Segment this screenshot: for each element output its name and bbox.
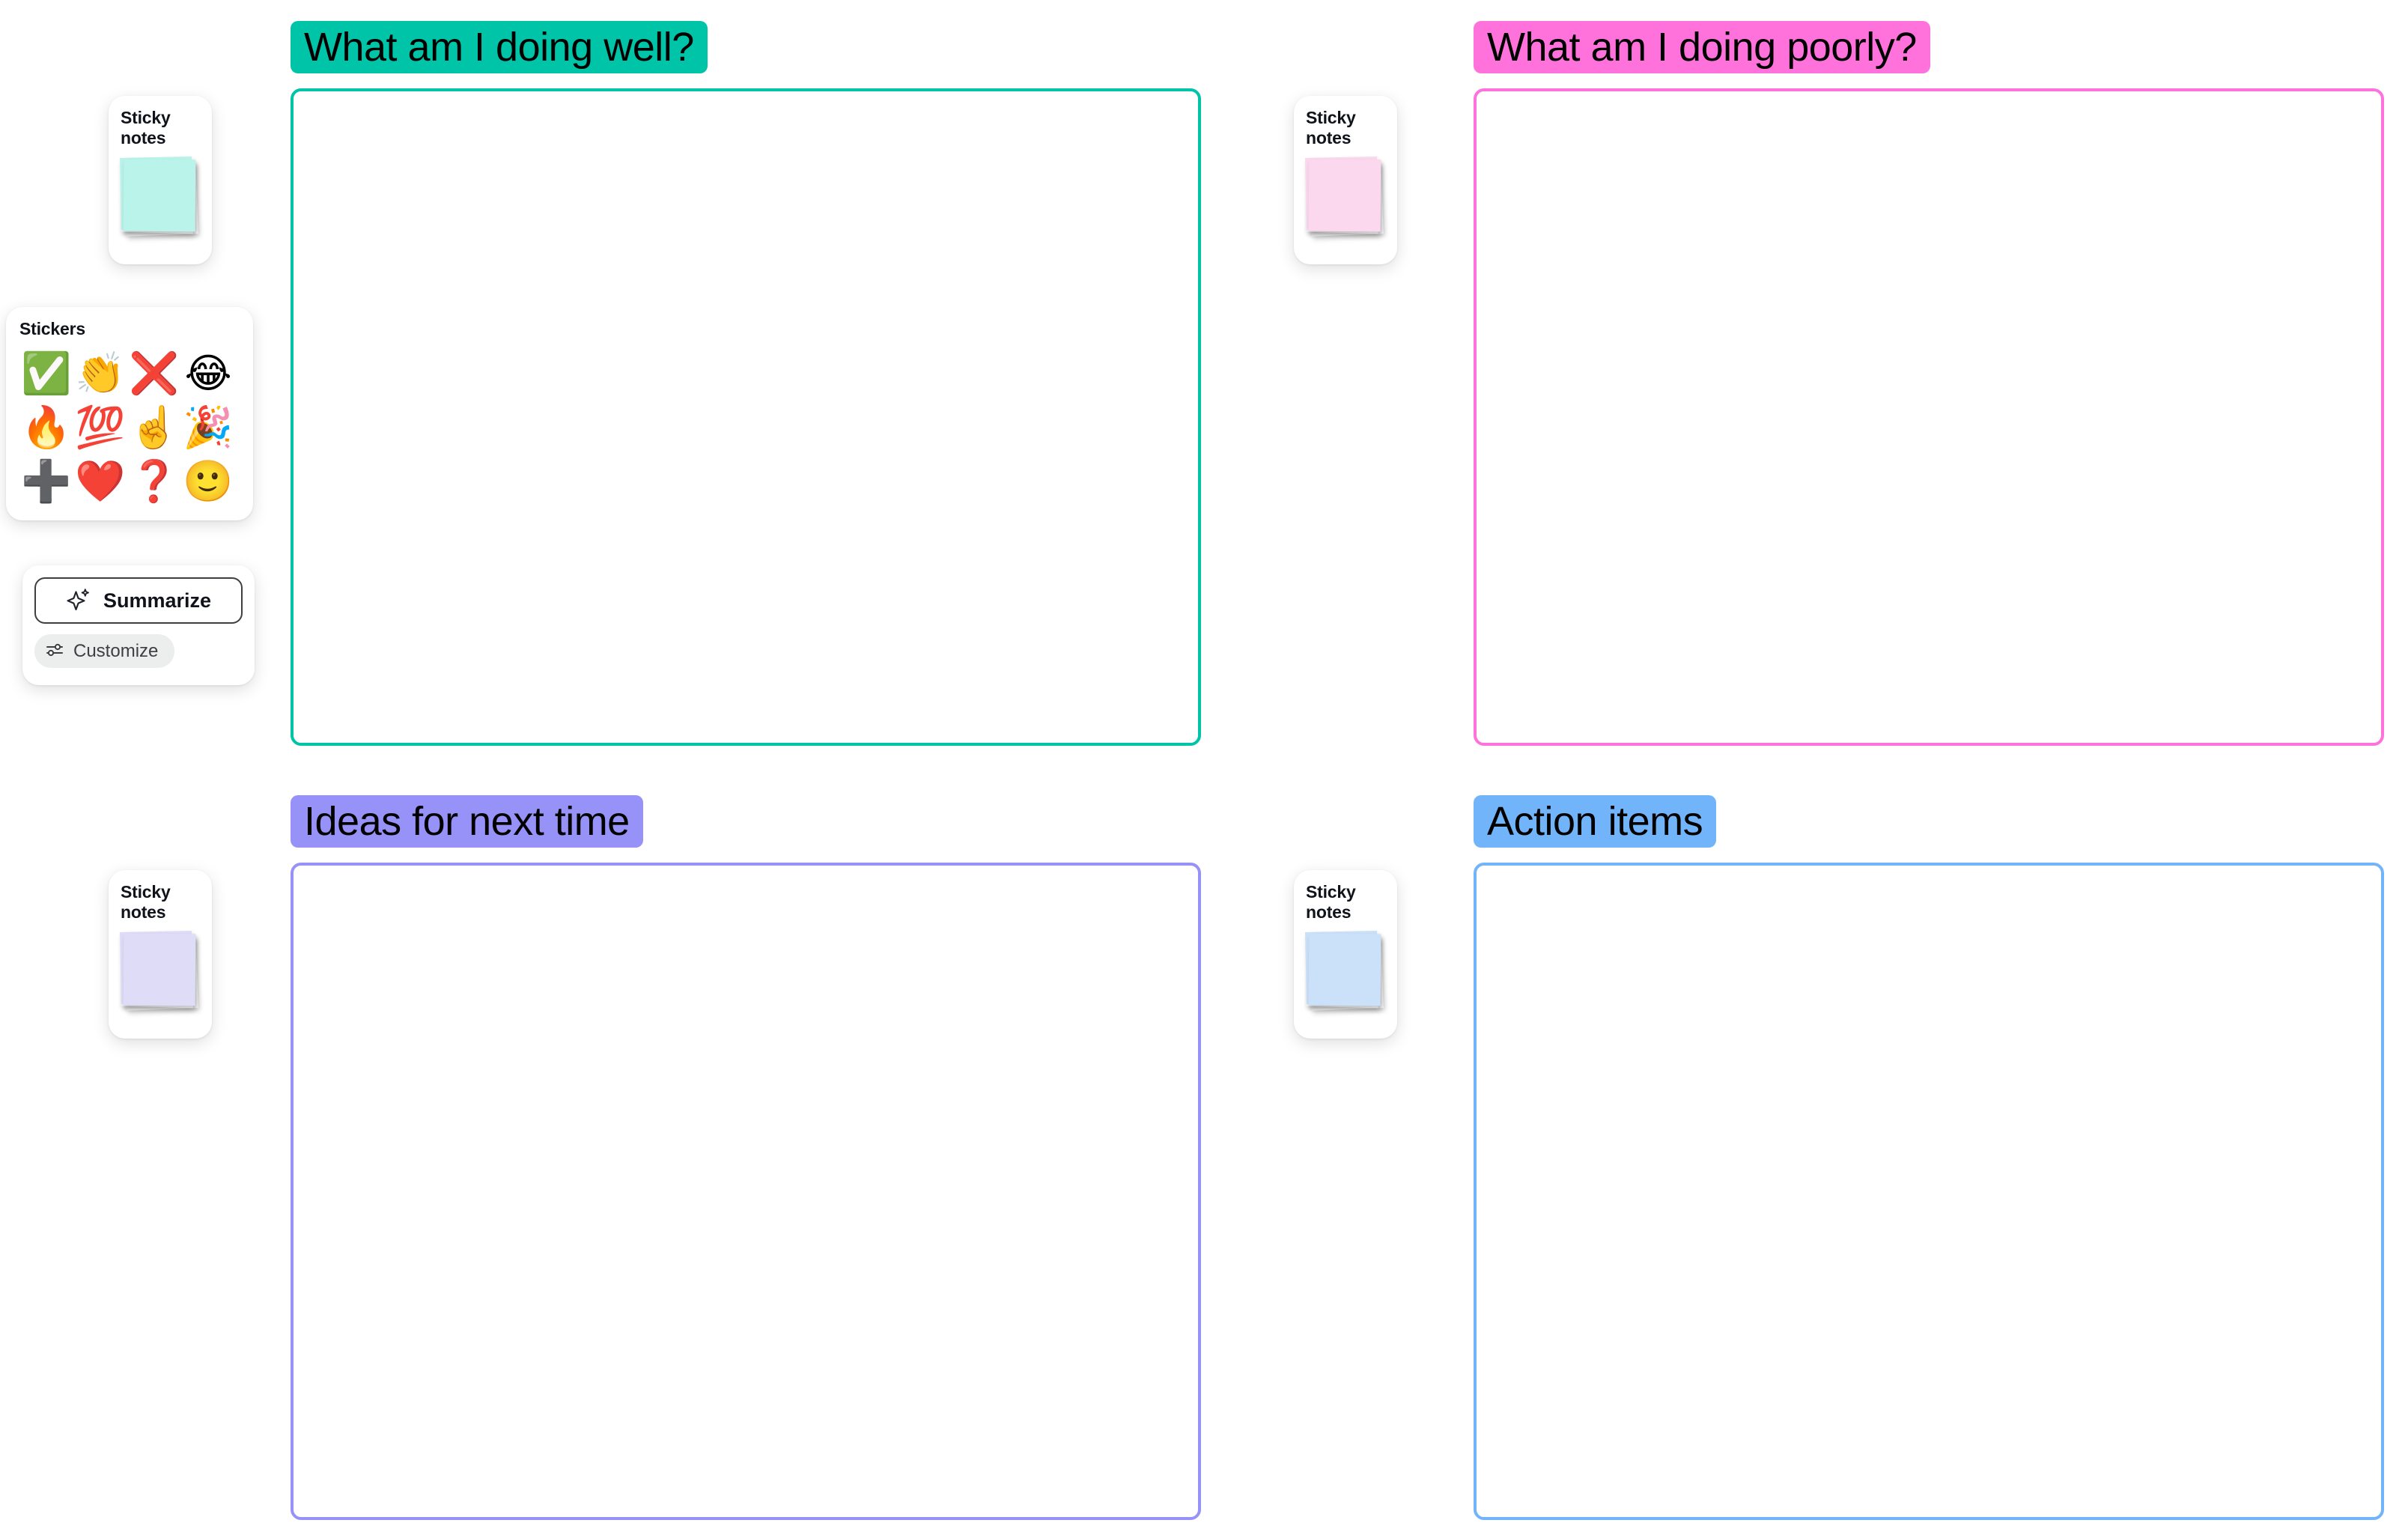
frame-title-doing-poorly[interactable]: What am I doing poorly?: [1474, 21, 1930, 73]
clapping-hands-sticker[interactable]: 👏: [75, 350, 126, 397]
sticky-notes-widget-label: Sticky notes: [1306, 108, 1356, 148]
heavy-plus-sticker[interactable]: ➕: [21, 458, 72, 505]
frame-title-action-items[interactable]: Action items: [1474, 795, 1717, 848]
sticky-note-stack[interactable]: [1305, 156, 1387, 270]
sticky-note-sheet-top[interactable]: [1308, 933, 1381, 1006]
sticky-notes-widget-doing-poorly[interactable]: Sticky notes: [1294, 96, 1397, 264]
stickers-grid[interactable]: ✅ 👏 ❌ 😂 🔥 💯 ☝️ 🎉 ➕ ❤️ ❓ 🙂: [19, 347, 253, 508]
sticky-notes-widget-action-items[interactable]: Sticky notes: [1294, 870, 1397, 1039]
sliders-icon: [45, 640, 64, 662]
hundred-points-sticker[interactable]: 💯: [75, 404, 126, 451]
sparkle-icon: [66, 587, 91, 615]
sticky-note-stack[interactable]: [1305, 931, 1387, 1044]
sticky-note-sheet-top[interactable]: [123, 933, 196, 1006]
cross-mark-sticker[interactable]: ❌: [129, 350, 180, 397]
stickers-panel[interactable]: Stickers ✅ 👏 ❌ 😂 🔥 💯 ☝️ 🎉 ➕ ❤️ ❓ 🙂: [6, 307, 253, 520]
index-pointing-up-sticker[interactable]: ☝️: [129, 404, 180, 451]
customize-button-label: Customize: [73, 640, 159, 661]
sticky-note-sheet-top[interactable]: [123, 159, 196, 232]
sticky-notes-widget-doing-well[interactable]: Sticky notes: [109, 96, 212, 264]
customize-button[interactable]: Customize: [34, 634, 175, 668]
frame-body-doing-poorly[interactable]: [1474, 88, 2384, 746]
question-mark-sticker[interactable]: ❓: [129, 458, 180, 505]
face-with-tears-of-joy-sticker[interactable]: 😂: [184, 350, 232, 397]
frame-title-ideas-next-time[interactable]: Ideas for next time: [291, 795, 643, 848]
sticky-notes-widget-ideas-next-time[interactable]: Sticky notes: [109, 870, 212, 1039]
sticky-note-stack[interactable]: [120, 156, 201, 270]
summarize-button-label: Summarize: [103, 589, 212, 612]
frame-title-doing-well[interactable]: What am I doing well?: [291, 21, 708, 73]
party-popper-sticker[interactable]: 🎉: [183, 404, 234, 451]
frame-body-doing-well[interactable]: [291, 88, 1201, 746]
white-check-mark-sticker[interactable]: ✅: [21, 350, 72, 397]
summarize-panel[interactable]: Summarize Customize: [22, 565, 255, 685]
sticky-note-stack[interactable]: [120, 931, 201, 1044]
frame-body-action-items[interactable]: [1474, 863, 2384, 1520]
red-heart-sticker[interactable]: ❤️: [75, 458, 126, 505]
frame-body-ideas-next-time[interactable]: [291, 863, 1201, 1520]
summarize-button[interactable]: Summarize: [34, 577, 243, 624]
sticky-notes-widget-label: Sticky notes: [1306, 882, 1356, 922]
slightly-smiling-face-sticker[interactable]: 🙂: [183, 458, 234, 505]
fire-sticker[interactable]: 🔥: [21, 404, 72, 451]
sticky-note-sheet-top[interactable]: [1308, 159, 1381, 232]
sticky-notes-widget-label: Sticky notes: [121, 108, 171, 148]
stickers-panel-label: Stickers: [19, 319, 85, 338]
sticky-notes-widget-label: Sticky notes: [121, 882, 171, 922]
